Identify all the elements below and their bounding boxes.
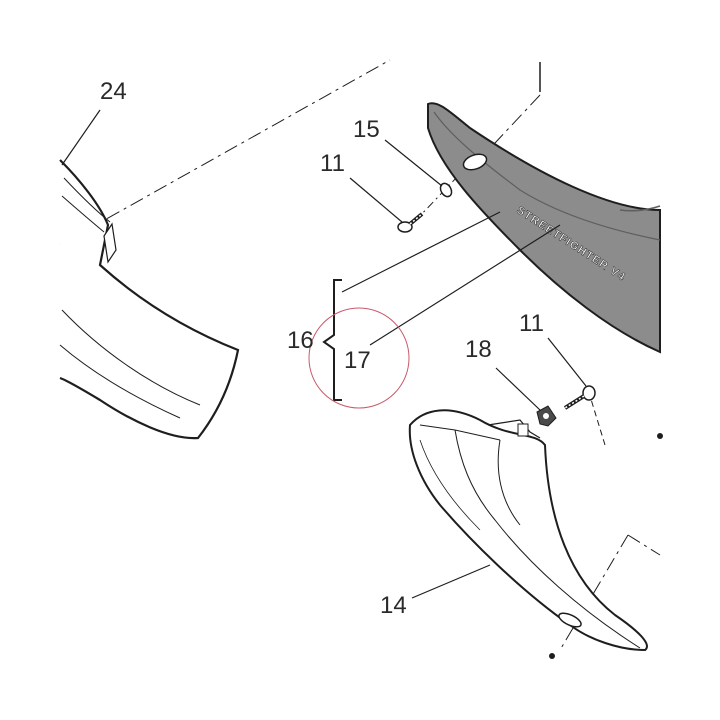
clip-part-18	[536, 405, 557, 427]
callout-17: 17	[344, 347, 371, 374]
screw-part-11-lower	[563, 385, 596, 410]
small-fastener-right	[549, 433, 663, 659]
callout-24: 24	[100, 78, 127, 105]
screw-part-11-upper	[397, 212, 424, 233]
washer-part-15	[439, 182, 453, 198]
callout-16: 16	[287, 327, 314, 354]
leader-lines	[61, 109, 587, 599]
lower-cover-part-14	[408, 409, 648, 652]
group-bracket-16	[322, 279, 342, 401]
callout-15: 15	[353, 116, 380, 143]
callout-11-upper: 11	[320, 150, 345, 177]
callout-14: 14	[380, 592, 407, 619]
callout-18: 18	[465, 336, 492, 363]
cover-panel-part-17: STREETFIGHTER V4	[427, 102, 661, 354]
side-panel-part-24	[59, 159, 240, 440]
highlight-circle	[308, 307, 410, 409]
callout-11-lower: 11	[519, 310, 544, 337]
